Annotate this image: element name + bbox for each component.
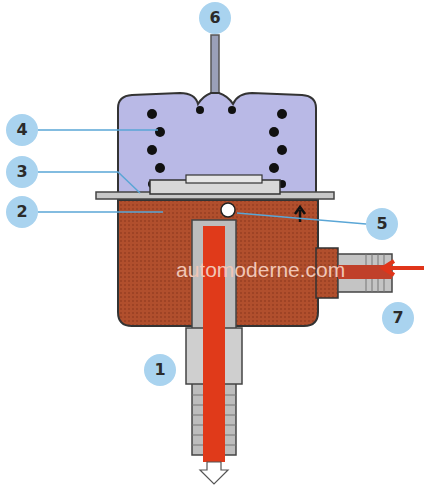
return-arrow — [200, 462, 228, 484]
valve-ball — [221, 203, 235, 217]
callout-circle — [6, 2, 414, 386]
valve-holder — [186, 175, 262, 183]
pressure-arrow — [295, 207, 305, 222]
leader-line — [38, 130, 366, 224]
callout-number: 1 — [144, 354, 176, 386]
callout-number: 3 — [6, 156, 38, 188]
inlet-thread — [338, 254, 392, 292]
inlet-arrow — [383, 261, 424, 275]
spring-chamber — [118, 93, 316, 196]
outlet-pipe — [211, 35, 219, 97]
watermark: automoderne.com — [176, 258, 345, 282]
callout-number: 2 — [6, 196, 38, 228]
spring — [147, 106, 287, 188]
callout-number: 7 — [382, 302, 414, 334]
callout-number: 6 — [199, 2, 231, 34]
callout-number: 4 — [6, 114, 38, 146]
callout-number: 5 — [366, 208, 398, 240]
